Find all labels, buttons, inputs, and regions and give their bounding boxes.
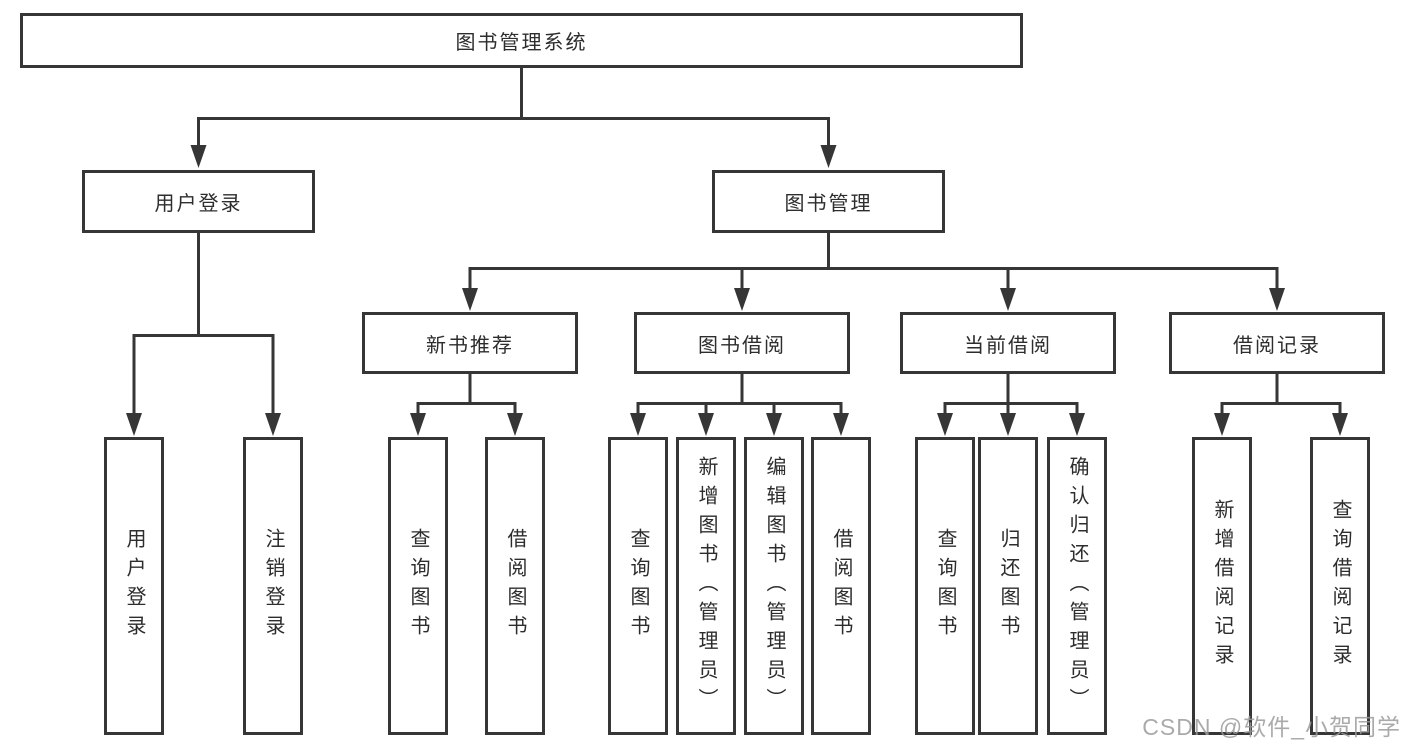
node-book-borrow: 图书借阅 [634,312,850,374]
node-library-system: 图书管理系统 [20,13,1023,68]
leaf-query-books-recommend-label: 查询图书 [407,528,429,644]
watermark: CSDN @软件_小贺同学 [1142,714,1401,740]
leaf-edit-book-admin: 编辑图书（管理员） [744,437,804,735]
leaf-query-books-current-label: 查询图书 [934,528,956,644]
node-user-login: 用户登录 [82,170,315,233]
leaf-add-borrow-record-label: 新增借阅记录 [1211,499,1233,673]
node-borrow-records-label: 借阅记录 [1233,334,1321,357]
leaf-edit-book-admin-label: 编辑图书（管理员） [763,455,785,717]
leaf-logout-label: 注销登录 [262,528,284,644]
connector-paths [132,64,1342,423]
leaf-borrow-books-label: 借阅图书 [830,528,852,644]
node-new-book-recommend: 新书推荐 [362,312,578,374]
node-current-borrow: 当前借阅 [900,312,1116,374]
leaf-query-books-current: 查询图书 [915,437,975,735]
leaf-borrow-books-recommend-label: 借阅图书 [504,528,526,644]
node-library-system-label: 图书管理系统 [455,32,588,54]
node-new-book-recommend-label: 新书推荐 [426,334,514,357]
leaf-user-login: 用户登录 [104,437,164,735]
leaf-add-borrow-record: 新增借阅记录 [1192,437,1252,735]
leaf-add-book-admin: 新增图书（管理员） [676,437,736,735]
leaf-query-borrow-record: 查询借阅记录 [1310,437,1370,735]
node-book-borrow-label: 图书借阅 [698,334,786,357]
leaf-query-books-borrow: 查询图书 [608,437,668,735]
leaf-query-books-borrow-label: 查询图书 [627,528,649,644]
node-book-management: 图书管理 [712,170,945,233]
leaf-logout: 注销登录 [243,437,303,735]
node-user-login-label: 用户登录 [154,193,243,215]
leaf-user-login-label: 用户登录 [123,528,145,644]
node-borrow-records: 借阅记录 [1169,312,1385,374]
leaf-return-book: 归还图书 [978,437,1038,735]
leaf-confirm-return-admin: 确认归还（管理员） [1047,437,1107,735]
leaf-query-borrow-record-label: 查询借阅记录 [1329,499,1351,673]
node-book-management-label: 图书管理 [784,193,873,215]
node-current-borrow-label: 当前借阅 [964,334,1052,357]
leaf-add-book-admin-label: 新增图书（管理员） [695,455,717,717]
leaf-borrow-books-recommend: 借阅图书 [485,437,545,735]
leaf-confirm-return-admin-label: 确认归还（管理员） [1066,455,1088,717]
arrowheads [126,145,1348,436]
leaf-query-books-recommend: 查询图书 [388,437,448,735]
leaf-borrow-books: 借阅图书 [811,437,871,735]
leaf-return-book-label: 归还图书 [997,528,1019,644]
